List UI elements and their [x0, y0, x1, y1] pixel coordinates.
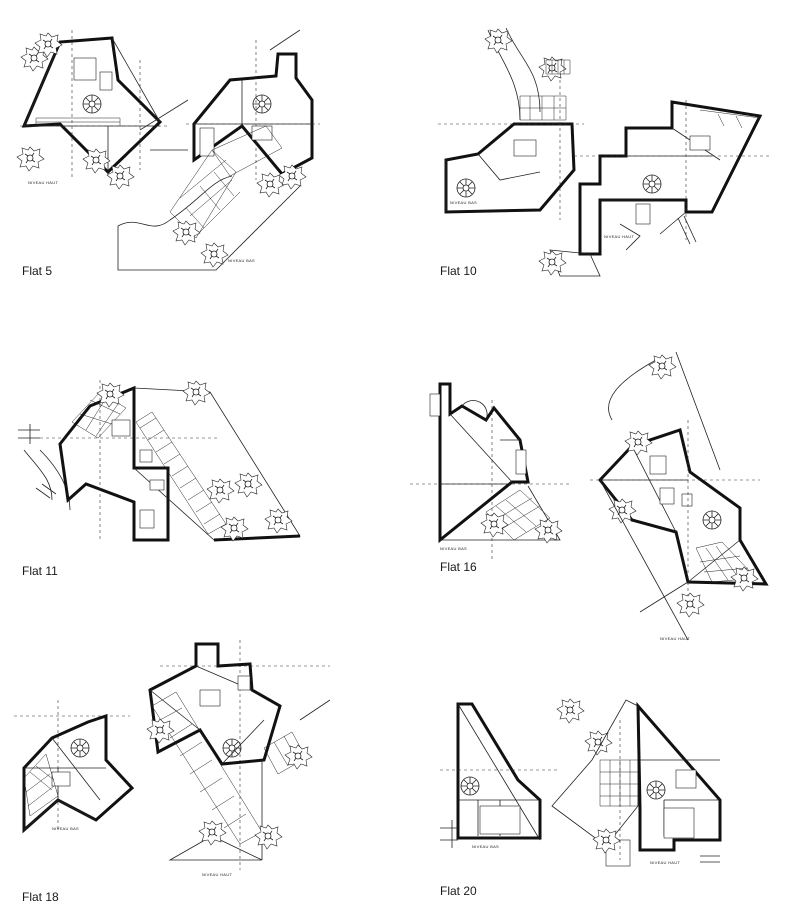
plan-flat-5: NIVEAU HAUT NIVEAU BAS	[16, 29, 320, 271]
flat-20-level-upper: NIVEAU HAUT	[650, 860, 680, 865]
flat-10-level-lower: NIVEAU BAS	[450, 200, 477, 205]
flat-10-level-upper: NIVEAU HAUT	[604, 234, 634, 239]
flat-20-upper-level	[551, 698, 722, 867]
flat-16-lower-level	[410, 382, 570, 560]
flat-18-label: Flat 18	[22, 890, 59, 904]
flat-5-label: Flat 5	[22, 264, 53, 278]
flat-5-upper-level	[16, 30, 189, 190]
flat-10-label: Flat 10	[440, 264, 477, 278]
flat-5-level-lower: NIVEAU BAS	[228, 258, 255, 263]
plan-flat-20: NIVEAU BAS NIVEAU HAUT	[440, 698, 722, 867]
flat-18-level-upper: NIVEAU HAUT	[202, 872, 232, 877]
flat-20-level-lower: NIVEAU BAS	[472, 844, 499, 849]
flat-20-label: Flat 20	[440, 884, 477, 898]
flat-5-level-upper: NIVEAU HAUT	[28, 180, 58, 185]
flat-10-upper-level	[538, 100, 770, 277]
flat-18-upper-level	[146, 640, 331, 870]
flat-16-level-upper: NIVEAU HAUT	[660, 636, 690, 641]
flat-11-label: Flat 11	[22, 564, 58, 578]
flat-18-lower-level	[14, 700, 135, 834]
flat-20-lower-level	[440, 702, 560, 848]
plan-flat-10: NIVEAU BAS NIVEAU HAUT	[438, 27, 770, 277]
flat-16-upper-level	[590, 351, 769, 641]
flat-16-level-lower: NIVEAU BAS	[440, 546, 467, 551]
plan-flat-16: NIVEAU BAS NIVEAU HAUT	[410, 351, 769, 641]
flat-18-level-lower: NIVEAU BAS	[52, 826, 79, 831]
flat-5-lower-level	[117, 29, 320, 271]
flat-16-label: Flat 16	[440, 560, 477, 574]
plan-flat-11	[18, 380, 301, 542]
plan-flat-18: NIVEAU BAS NIVEAU HAUT	[14, 640, 331, 877]
flat-10-lower-level	[438, 27, 584, 220]
